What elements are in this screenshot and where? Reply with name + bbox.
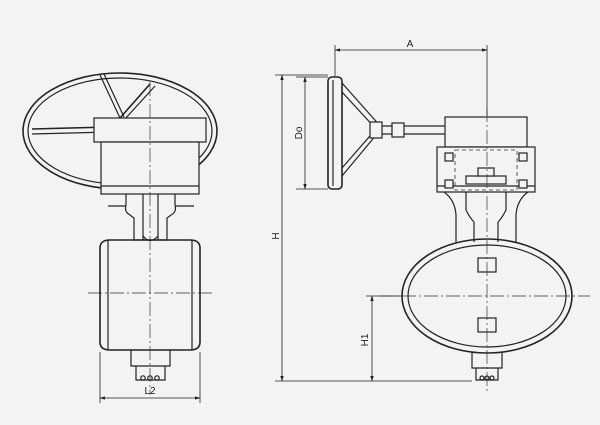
dimension-label-h1: H1: [360, 333, 371, 346]
dimension-label-do: Do: [294, 126, 305, 139]
side-view: L2: [22, 72, 218, 403]
gearbox-head-front: [444, 116, 528, 148]
front-view: A Do H H1: [271, 39, 590, 392]
dimension-label-h: H: [271, 232, 282, 239]
dimension-label-l2: L2: [144, 386, 156, 397]
valve-body-side: [99, 239, 201, 351]
mounting-neck-front: [443, 191, 457, 242]
gearbox-body: [100, 141, 200, 195]
bottom-stub-side: [130, 350, 171, 367]
dimension-label-a: A: [407, 39, 414, 50]
mounting-neck: [124, 194, 177, 241]
handwheel-front: [327, 76, 343, 190]
